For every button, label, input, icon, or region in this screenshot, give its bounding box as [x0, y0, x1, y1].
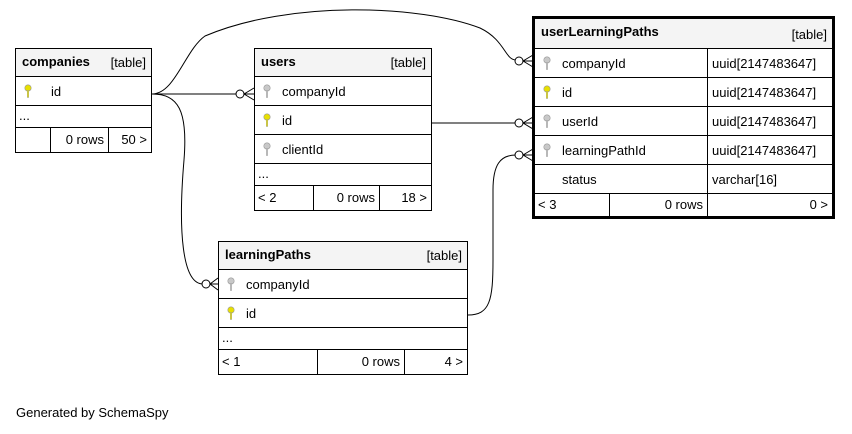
crowfoot-users	[243, 87, 255, 101]
crowfoot-circle	[514, 118, 524, 128]
footer-parents: < 1	[222, 354, 241, 369]
column-name: companyId	[562, 55, 626, 71]
relation-companies-userlearningpaths	[151, 9, 517, 95]
column-type: uuid[2147483647]	[707, 136, 832, 164]
more-columns: ...	[255, 164, 431, 186]
primary-key-icon	[24, 84, 32, 98]
primary-key-icon	[227, 306, 235, 320]
column-row[interactable]: companyId	[255, 77, 431, 106]
column-type: uuid[2147483647]	[707, 107, 832, 135]
footer-rows: 0 rows	[313, 186, 379, 210]
table-footer: < 1 0 rows 4 >	[219, 350, 467, 374]
table-header: learningPaths [table]	[219, 242, 467, 270]
table-kind: [table]	[110, 55, 146, 70]
table-header: users [table]	[255, 49, 431, 77]
column-name: userId	[562, 113, 599, 129]
footer-parents: < 3	[538, 197, 557, 212]
table-kind: [table]	[390, 55, 426, 70]
generated-by-label: Generated by SchemaSpy	[16, 405, 169, 420]
footer-children: 50 >	[108, 128, 151, 152]
column-name: companyId	[246, 276, 310, 292]
footer-rows: 0 rows	[317, 350, 404, 374]
foreign-key-icon	[263, 84, 271, 98]
table-userlearningpaths[interactable]: userLearningPaths [table] companyId uuid…	[532, 16, 835, 219]
column-name: companyId	[282, 83, 346, 99]
column-name: id	[562, 84, 573, 100]
column-name: id	[51, 83, 62, 99]
table-footer: < 3 0 rows 0 >	[535, 194, 832, 216]
column-row[interactable]: id	[219, 299, 467, 328]
column-row[interactable]: companyId uuid[2147483647]	[535, 49, 832, 78]
relation-companies-learningpaths	[151, 93, 204, 285]
crowfoot-circle	[514, 56, 524, 66]
crowfoot-ulp-company	[522, 54, 534, 68]
foreign-key-icon	[543, 56, 551, 70]
relation-learningpaths-userlearningpaths	[467, 154, 517, 316]
table-companies[interactable]: companies [table] id ... 0 rows 50 >	[15, 48, 152, 153]
column-row[interactable]: learningPathId uuid[2147483647]	[535, 136, 832, 165]
footer-rows: 0 rows	[609, 194, 707, 216]
crowfoot-ulp-user	[522, 116, 534, 130]
footer-rows: 0 rows	[50, 128, 108, 152]
footer-children: 18 >	[379, 186, 431, 210]
footer-children: 4 >	[404, 350, 467, 374]
table-name: userLearningPaths	[541, 24, 659, 39]
column-row[interactable]: userId uuid[2147483647]	[535, 107, 832, 136]
footer-children: 0 >	[707, 194, 832, 216]
footer-parents: < 2	[258, 190, 277, 205]
column-row[interactable]: companyId	[219, 270, 467, 299]
table-kind: [table]	[791, 27, 827, 42]
table-name: learningPaths	[225, 247, 311, 262]
column-type: uuid[2147483647]	[707, 78, 832, 106]
column-name: learningPathId	[562, 142, 646, 158]
primary-key-icon	[543, 85, 551, 99]
primary-key-icon	[263, 113, 271, 127]
column-row[interactable]: id	[16, 77, 151, 106]
column-row[interactable]: clientId	[255, 135, 431, 164]
column-type: varchar[16]	[707, 165, 832, 193]
column-name: id	[282, 112, 293, 128]
table-users[interactable]: users [table] companyId id clientId ... …	[254, 48, 432, 211]
table-header: userLearningPaths [table]	[535, 19, 832, 49]
more-columns: ...	[16, 106, 151, 128]
foreign-key-icon	[227, 277, 235, 291]
column-row[interactable]: status varchar[16]	[535, 165, 832, 194]
column-name: clientId	[282, 141, 324, 157]
table-header: companies [table]	[16, 49, 151, 77]
foreign-key-icon	[543, 143, 551, 157]
column-name: id	[246, 305, 257, 321]
table-footer: 0 rows 50 >	[16, 128, 151, 152]
crowfoot-circle	[201, 279, 211, 289]
table-footer: < 2 0 rows 18 >	[255, 186, 431, 210]
footer-parents	[16, 128, 50, 152]
foreign-key-icon	[543, 114, 551, 128]
column-name: status	[562, 171, 597, 187]
crowfoot-circle	[235, 89, 245, 99]
table-name: companies	[22, 54, 90, 69]
table-learningpaths[interactable]: learningPaths [table] companyId id ... <…	[218, 241, 468, 375]
more-columns: ...	[219, 328, 467, 350]
crowfoot-ulp-path	[522, 148, 534, 162]
foreign-key-icon	[263, 142, 271, 156]
column-type: uuid[2147483647]	[707, 49, 832, 77]
table-name: users	[261, 54, 296, 69]
table-kind: [table]	[426, 248, 462, 263]
column-row[interactable]: id uuid[2147483647]	[535, 78, 832, 107]
crowfoot-circle	[514, 150, 524, 160]
crowfoot-learningpaths	[209, 277, 219, 291]
column-row[interactable]: id	[255, 106, 431, 135]
